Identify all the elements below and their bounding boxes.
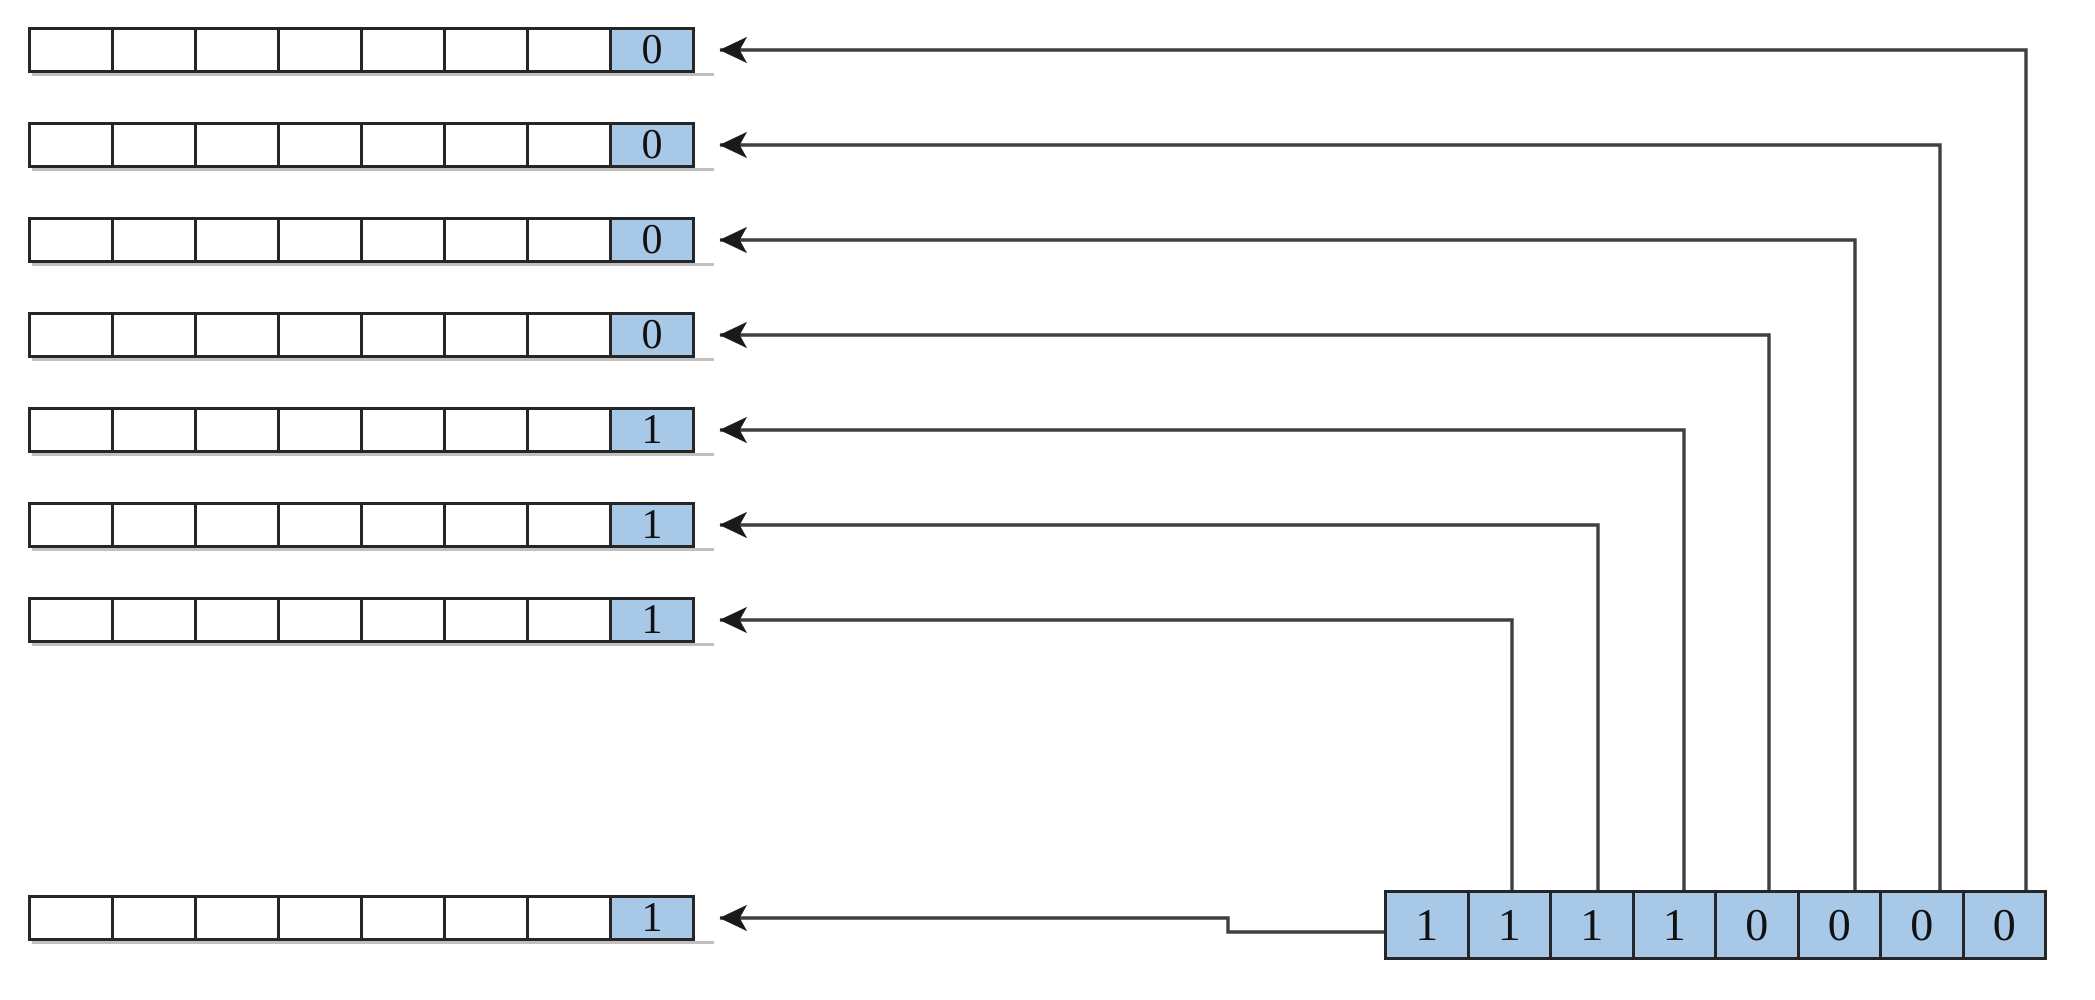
destination-cell-row5-empty-7 [526,407,612,453]
destination-cell-row4-empty-4 [277,312,363,358]
destination-cell-row7-empty-3 [194,597,280,643]
destination-cell-row2-empty-4 [277,122,363,168]
destination-cell-row1-empty-2 [111,27,197,73]
destination-cell-row8-empty-4 [277,895,363,941]
source-cell-3: 1 [1549,890,1635,960]
destination-cell-row8-empty-5 [360,895,446,941]
destination-cell-row2-value: 0 [609,122,695,168]
destination-cell-row3-empty-2 [111,217,197,263]
source-cell-7: 0 [1879,890,1965,960]
destination-cell-row5-empty-3 [194,407,280,453]
destination-cell-row4-empty-3 [194,312,280,358]
destination-cell-row6-empty-2 [111,502,197,548]
destination-row-8: 1 [28,895,695,941]
source-cell-8: 0 [1961,890,2047,960]
destination-row-1: 0 [28,27,695,73]
destination-cell-row7-value: 1 [609,597,695,643]
destination-row-3: 0 [28,217,695,263]
destination-cell-row5-empty-2 [111,407,197,453]
destination-cell-row1-empty-7 [526,27,612,73]
row-shadow [32,941,714,944]
destination-cell-row2-empty-1 [28,122,114,168]
destination-cell-row6-empty-3 [194,502,280,548]
row-shadow [32,548,714,551]
destination-cell-row4-empty-1 [28,312,114,358]
destination-cell-row8-empty-3 [194,895,280,941]
row-shadow [32,263,714,266]
destination-cell-row1-empty-4 [277,27,363,73]
source-cell-5: 0 [1714,890,1800,960]
destination-row-7: 1 [28,597,695,643]
destination-cell-row3-empty-3 [194,217,280,263]
destination-cell-row8-empty-2 [111,895,197,941]
destination-cell-row8-empty-1 [28,895,114,941]
connector-src2-to-row7 [719,606,1514,890]
destination-cell-row6-empty-7 [526,502,612,548]
source-cell-1: 1 [1384,890,1470,960]
destination-cell-row7-empty-5 [360,597,446,643]
destination-cell-row4-empty-6 [443,312,529,358]
connector-src3-to-row6 [719,511,1600,890]
connector-src1-to-row8 [719,904,1384,934]
source-cell-2: 1 [1466,890,1552,960]
destination-cell-row2-empty-7 [526,122,612,168]
destination-cell-row6-empty-5 [360,502,446,548]
row-shadow [32,358,714,361]
destination-cell-row5-empty-4 [277,407,363,453]
destination-cell-row2-empty-6 [443,122,529,168]
destination-cell-row6-empty-6 [443,502,529,548]
destination-row-5: 1 [28,407,695,453]
destination-cell-row2-empty-5 [360,122,446,168]
destination-cell-row6-empty-1 [28,502,114,548]
destination-cell-row7-empty-4 [277,597,363,643]
destination-cell-row3-empty-6 [443,217,529,263]
connector-src4-to-row5 [719,416,1686,890]
connector-paths [719,36,2028,934]
destination-cell-row8-empty-7 [526,895,612,941]
destination-cell-row3-value: 0 [609,217,695,263]
destination-row-6: 1 [28,502,695,548]
destination-cell-row1-empty-1 [28,27,114,73]
destination-cell-row6-value: 1 [609,502,695,548]
connector-src7-to-row2 [719,131,1942,890]
connector-src6-to-row3 [719,226,1857,890]
source-cell-4: 1 [1631,890,1717,960]
destination-cell-row1-empty-6 [443,27,529,73]
destination-cell-row1-value: 0 [609,27,695,73]
destination-cell-row1-empty-5 [360,27,446,73]
row-shadow [32,73,714,76]
destination-cell-row4-empty-7 [526,312,612,358]
destination-cell-row3-empty-1 [28,217,114,263]
destination-cell-row5-empty-5 [360,407,446,453]
destination-cell-row4-empty-2 [111,312,197,358]
destination-cell-row1-empty-3 [194,27,280,73]
destination-cell-row3-empty-5 [360,217,446,263]
destination-cell-row3-empty-7 [526,217,612,263]
connector-src5-to-row4 [719,321,1771,890]
destination-cell-row5-value: 1 [609,407,695,453]
destination-cell-row7-empty-1 [28,597,114,643]
destination-row-4: 0 [28,312,695,358]
destination-cell-row4-empty-5 [360,312,446,358]
destination-cell-row4-value: 0 [609,312,695,358]
connector-src8-to-row1 [719,36,2028,890]
destination-cell-row7-empty-7 [526,597,612,643]
destination-row-2: 0 [28,122,695,168]
destination-cell-row8-value: 1 [609,895,695,941]
destination-cell-row2-empty-2 [111,122,197,168]
destination-cell-row5-empty-6 [443,407,529,453]
destination-cell-row7-empty-6 [443,597,529,643]
destination-cell-row5-empty-1 [28,407,114,453]
row-shadow [32,453,714,456]
row-shadow [32,168,714,171]
destination-cell-row8-empty-6 [443,895,529,941]
source-cell-6: 0 [1796,890,1882,960]
destination-cell-row2-empty-3 [194,122,280,168]
row-shadow [32,643,714,646]
destination-cell-row6-empty-4 [277,502,363,548]
destination-cell-row7-empty-2 [111,597,197,643]
destination-cell-row3-empty-4 [277,217,363,263]
